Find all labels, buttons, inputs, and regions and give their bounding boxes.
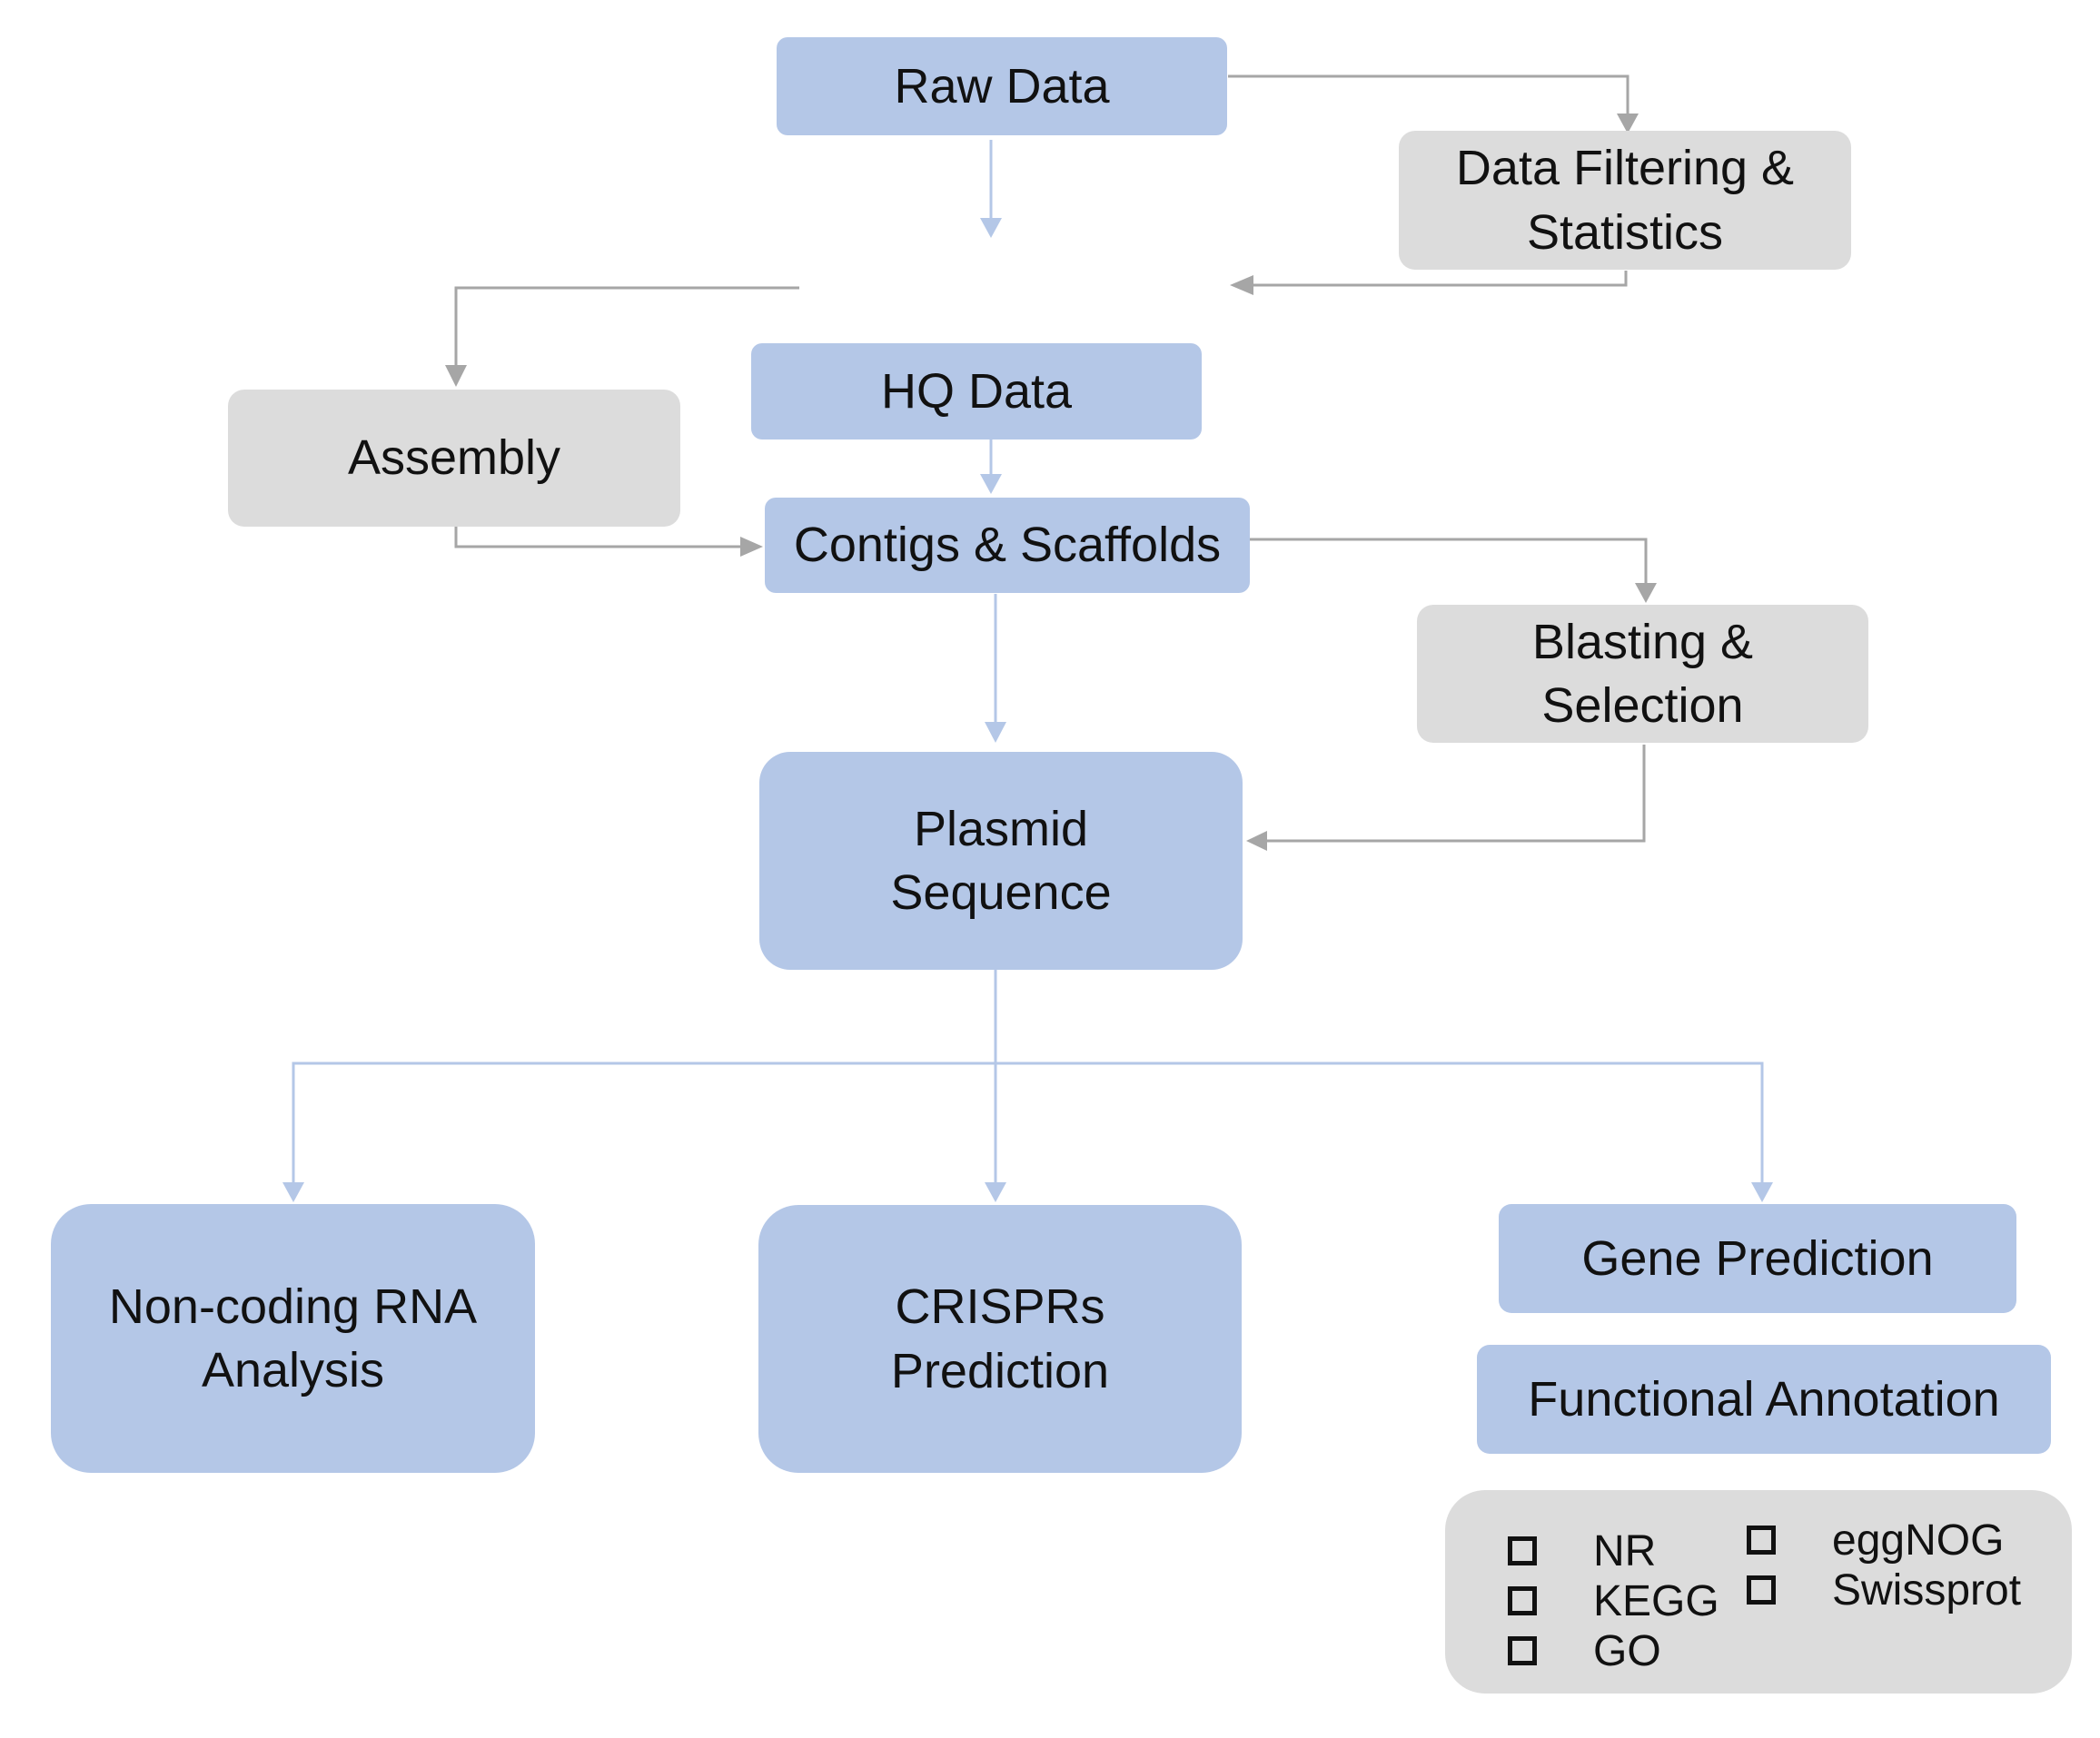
database-item-go: GO (1508, 1625, 1661, 1676)
arrowhead-contigs (740, 537, 763, 557)
database-item-kegg: KEGG (1508, 1575, 1719, 1626)
checkbox-square-icon (1747, 1575, 1776, 1605)
blasting-selection-node: Blasting & Selection (1417, 605, 1868, 743)
database-item-eggnog: eggNOG (1747, 1515, 2004, 1565)
arrowhead-contigs-blue (980, 474, 1002, 494)
data-filtering-node: Data Filtering & Statistics (1399, 131, 1851, 270)
arrowhead-blasting (1635, 583, 1657, 603)
database-list-panel: NR KEGG GO eggNOG Swissprot (1445, 1490, 2072, 1694)
crisprs-prediction-node: CRISPRs Prediction (758, 1205, 1242, 1473)
arrowhead-crisprs (985, 1182, 1006, 1202)
arrowhead-gene (1751, 1182, 1773, 1202)
checkbox-square-icon (1508, 1586, 1537, 1615)
checkbox-square-icon (1747, 1526, 1776, 1555)
database-label: KEGG (1593, 1576, 1719, 1625)
arrow-contigs-to-blasting (1250, 538, 1648, 583)
arrowhead-plasmid (1246, 831, 1267, 851)
contigs-scaffolds-node: Contigs & Scaffolds (765, 498, 1250, 593)
noncoding-rna-node: Non-coding RNA Analysis (51, 1204, 535, 1473)
database-label: Swissprot (1832, 1565, 2022, 1615)
arrowhead-hq-data (980, 218, 1002, 238)
arrowhead-hq (1230, 275, 1253, 295)
database-label: NR (1593, 1526, 1657, 1575)
arrowhead-noncoding (282, 1182, 304, 1202)
hq-data-node: HQ Data (751, 343, 1202, 439)
arrow-filtering-to-hq (1253, 271, 1628, 287)
arrow-blasting-to-plasmid (1267, 745, 1646, 843)
arrow-assembly-to-contigs (454, 519, 740, 548)
plasmid-sequence-node: Plasmid Sequence (759, 752, 1243, 970)
arrowhead-assembly (445, 365, 467, 387)
arrow-branch-gene (996, 1062, 1764, 1182)
arrow-raw-to-filtering (1228, 74, 1629, 114)
arrow-hq-to-assembly (454, 286, 799, 365)
arrowhead-plasmid-blue (985, 722, 1006, 743)
arrow-branch-noncoding (292, 1062, 996, 1182)
database-label: GO (1593, 1626, 1661, 1675)
checkbox-square-icon (1508, 1636, 1537, 1665)
assembly-node: Assembly (228, 390, 680, 527)
raw-data-node: Raw Data (777, 37, 1227, 135)
database-item-swissprot: Swissprot (1747, 1565, 2021, 1615)
gene-prediction-node: Gene Prediction (1499, 1204, 2016, 1313)
database-label: eggNOG (1832, 1516, 2005, 1565)
arrowhead-filtering (1617, 114, 1639, 133)
checkbox-square-icon (1508, 1536, 1537, 1565)
functional-annotation-node: Functional Annotation (1477, 1345, 2051, 1454)
database-item-nr: NR (1508, 1526, 1656, 1576)
